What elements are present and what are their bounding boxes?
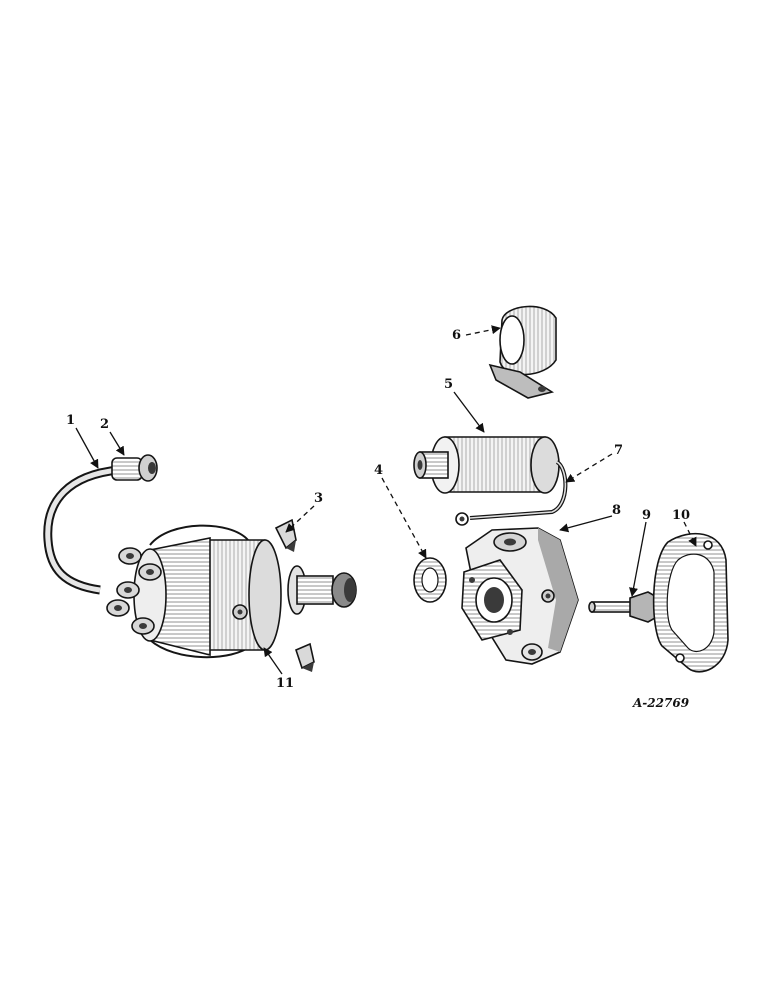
leader-1 — [75, 427, 99, 469]
cap-tower — [106, 599, 130, 617]
distributor-assembly — [106, 524, 357, 659]
callout-2: 2 — [100, 417, 109, 432]
cap-tower — [118, 547, 142, 565]
figure-reference: A-22769 — [632, 696, 690, 710]
callout-8: 8 — [612, 503, 621, 518]
terminal-connector — [111, 454, 158, 482]
callout-9: 9 — [642, 508, 651, 523]
cable-wire — [43, 465, 119, 595]
callout-7: 7 — [614, 443, 623, 458]
cap-tower — [131, 617, 155, 635]
callout-11: 11 — [276, 676, 294, 691]
clip-part-lower — [295, 642, 315, 672]
washer — [413, 557, 447, 603]
callout-3: 3 — [314, 491, 323, 506]
leader-9 — [629, 521, 647, 597]
leader-7 — [565, 453, 613, 483]
gasket — [652, 532, 729, 673]
condenser-bracket — [488, 305, 557, 399]
condenser — [413, 436, 560, 494]
callout-6: 6 — [452, 328, 461, 343]
callout-4: 4 — [374, 463, 383, 478]
leader-10 — [683, 521, 697, 547]
callout-10: 10 — [672, 508, 690, 523]
condenser-lead — [455, 460, 568, 526]
leader-11 — [263, 647, 283, 675]
leader-2 — [109, 431, 125, 456]
callout-5: 5 — [444, 377, 453, 392]
leader-8 — [559, 515, 613, 533]
leader-5 — [453, 391, 485, 433]
cap-tower — [138, 563, 162, 581]
distributor-housing — [461, 527, 579, 665]
cap-tower — [116, 581, 140, 599]
leader-4 — [381, 477, 427, 559]
callout-1: 1 — [66, 413, 75, 428]
leader-6 — [465, 325, 501, 336]
leader-3 — [285, 505, 315, 533]
